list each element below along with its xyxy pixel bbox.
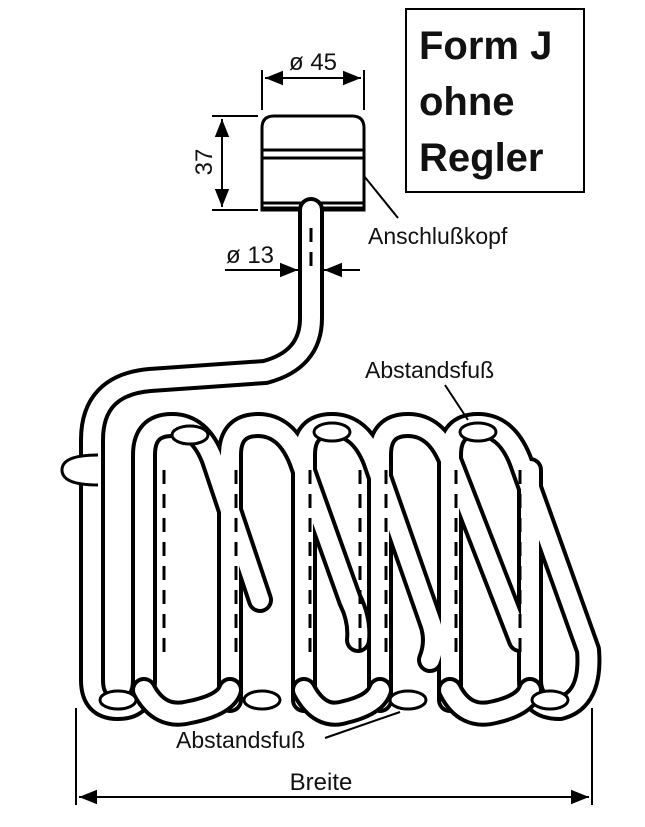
width-label: Breite	[290, 769, 353, 796]
title-line-1: Form J	[419, 24, 553, 68]
title-line-3: Regler	[419, 136, 544, 180]
dimension-head-height	[212, 115, 258, 211]
dimension-width	[75, 708, 593, 805]
title-line-2: ohne	[419, 80, 515, 124]
connection-head-leader	[363, 175, 399, 219]
connection-head-label: Anschlußkopf	[368, 223, 508, 249]
heater-tube	[79, 197, 602, 727]
spacer-top-leader	[444, 384, 469, 421]
title-box: Form J ohne Regler	[405, 8, 585, 193]
hidden-lines	[162, 228, 522, 660]
spacer-bottom-leader	[324, 711, 401, 739]
stem-diameter-label: ø 13	[226, 242, 274, 269]
spacer-feet	[60, 421, 570, 711]
dimension-head-diameter	[261, 70, 365, 110]
connection-head	[260, 114, 366, 212]
spacer-top-label: Abstandsfuß	[365, 357, 494, 383]
spacer-bottom-label: Abstandsfuß	[176, 727, 305, 753]
head-diameter-label: ø 45	[289, 49, 337, 76]
head-height-label: 37	[191, 149, 218, 176]
